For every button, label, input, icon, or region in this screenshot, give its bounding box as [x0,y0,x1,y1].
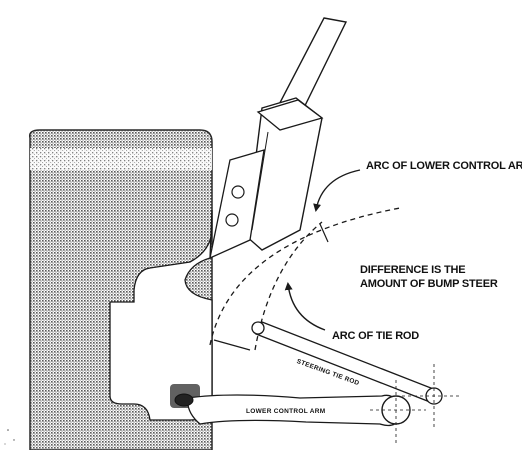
label-lower-control-arm: LOWER CONTROL ARM [246,408,326,415]
label-arc-tie-rod: ARC OF TIE ROD [332,330,420,342]
spindle-knuckle [109,209,213,421]
strut-collar [256,99,324,131]
arc-lower-control-arm-curve [209,207,401,346]
difference-mark-top [319,223,329,243]
arrow-to-lower-arc [313,169,361,212]
ball-joint [174,393,194,407]
arrow-to-tie-rod-arc [284,282,326,331]
difference-mark-bottom [213,339,251,351]
strut-bracket [209,149,265,260]
label-difference-line2: AMOUNT OF BUMP STEER [360,278,498,290]
bracket-bolt-1 [231,185,245,199]
bracket-bolt-2 [225,213,239,227]
wheel-rim-band [30,148,212,170]
label-difference-line1: DIFFERENCE IS THE [360,264,466,276]
label-arc-lower-control-arm: ARC OF LOWER CONTROL ARM [366,160,522,172]
tie-rod-inner-end [251,321,265,335]
